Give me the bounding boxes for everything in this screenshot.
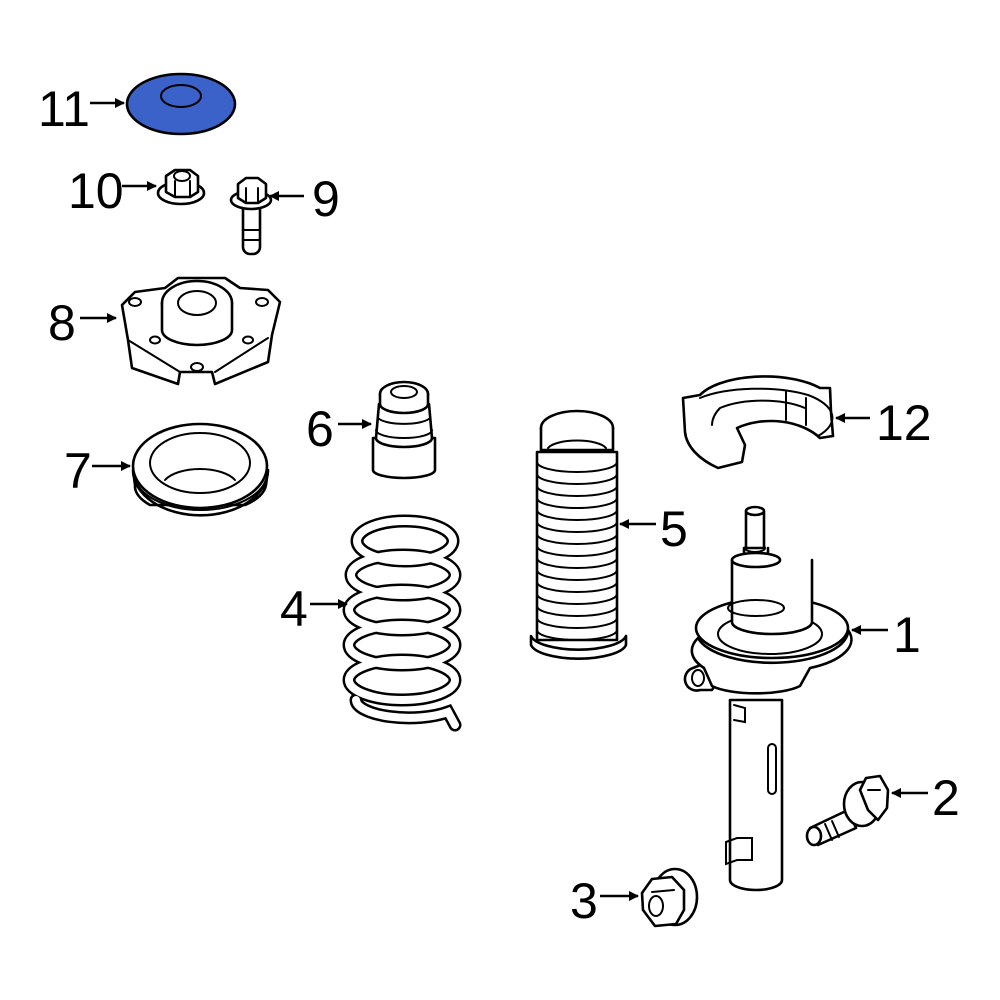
part-11-cap[interactable] bbox=[125, 72, 237, 136]
part-9-bolt[interactable] bbox=[229, 176, 273, 256]
callout-label-7: 7 bbox=[64, 443, 92, 499]
part-1-strut[interactable] bbox=[683, 505, 853, 892]
callout-label-11: 11 bbox=[38, 81, 90, 137]
part-2-bolt[interactable] bbox=[805, 774, 890, 847]
callout-label-4: 4 bbox=[280, 581, 308, 637]
part-7-bearing[interactable] bbox=[131, 422, 270, 517]
part-5-dust-boot[interactable] bbox=[529, 409, 628, 660]
callout-label-10: 10 bbox=[68, 163, 124, 219]
part-3-flange-nut[interactable] bbox=[640, 867, 699, 928]
part-4-coil-spring[interactable] bbox=[342, 514, 462, 732]
callout-label-1: 1 bbox=[893, 607, 921, 663]
part-6-bump-stop[interactable] bbox=[371, 380, 437, 480]
part-12-spring-insulator[interactable] bbox=[681, 375, 835, 470]
part-8-strut-mount[interactable] bbox=[120, 276, 282, 386]
callout-label-9: 9 bbox=[312, 171, 340, 227]
callout-label-12: 12 bbox=[876, 395, 932, 451]
callout-label-5: 5 bbox=[660, 501, 688, 557]
callout-label-3: 3 bbox=[570, 873, 598, 929]
part-10-nut[interactable] bbox=[156, 168, 206, 206]
callout-label-8: 8 bbox=[48, 295, 76, 351]
callout-label-6: 6 bbox=[306, 401, 334, 457]
callout-label-2: 2 bbox=[932, 770, 960, 826]
